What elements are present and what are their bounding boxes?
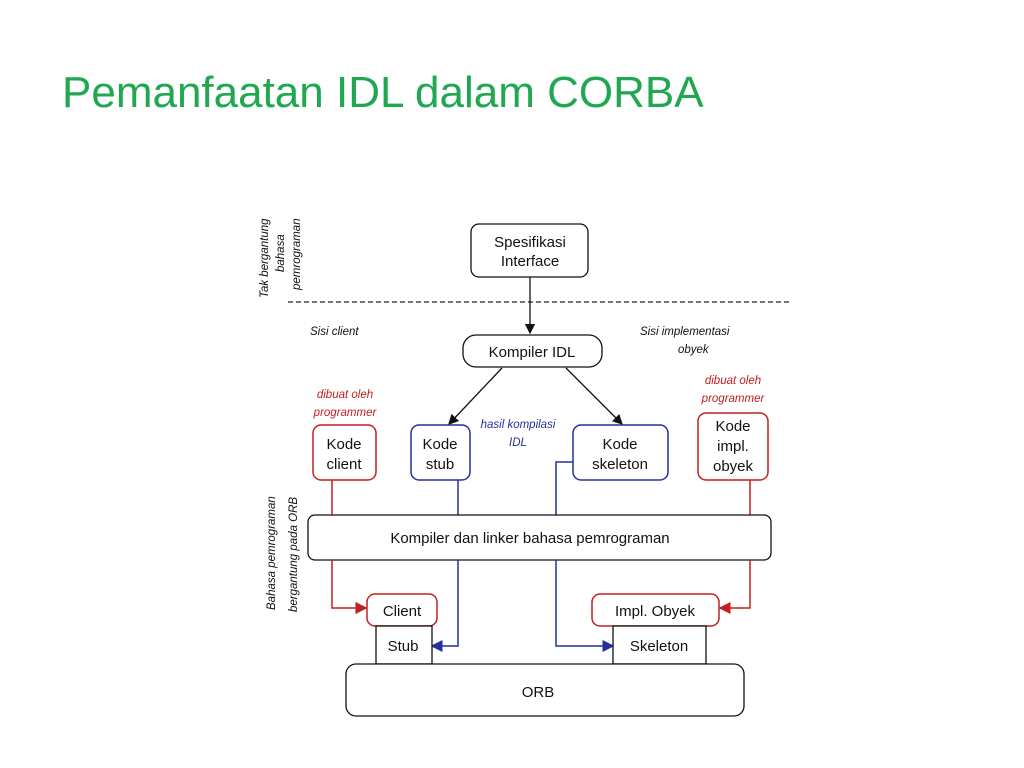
svg-text:impl.: impl. <box>717 438 749 455</box>
made-by-programmer-left: dibuat oleh programmer <box>313 389 378 419</box>
kode-impl-box: Kode impl. obyek <box>697 412 769 481</box>
arrow-to-client <box>331 560 368 614</box>
svg-text:Stub: Stub <box>388 638 419 655</box>
svg-text:bahasa: bahasa <box>275 234 287 272</box>
svg-text:programmer: programmer <box>313 407 378 419</box>
svg-text:pemrograman: pemrograman <box>291 218 303 291</box>
svg-text:ORB: ORB <box>522 684 555 701</box>
orb-bar: ORB <box>345 663 745 717</box>
svg-text:Client: Client <box>383 603 422 620</box>
svg-text:skeleton: skeleton <box>592 456 648 473</box>
svg-text:Kode: Kode <box>326 436 361 453</box>
svg-text:Tak bergantung: Tak bergantung <box>259 218 271 298</box>
kode-skeleton-box: Kode skeleton <box>572 424 669 481</box>
skeleton-box: Skeleton <box>612 625 707 665</box>
spec-interface-box: Spesifikasi Interface <box>470 223 589 278</box>
side-label-independent: Tak bergantung bahasa pemrograman <box>259 218 303 298</box>
svg-text:Bahasa pemrograman: Bahasa pemrograman <box>266 496 278 610</box>
svg-text:hasil kompilasi: hasil kompilasi <box>481 419 556 431</box>
impl-side-label-1: Sisi implementasi <box>640 326 730 338</box>
svg-text:dibuat oleh: dibuat oleh <box>705 375 761 387</box>
arrow-to-stub <box>430 560 459 652</box>
arrow-compiler-to-stub <box>448 367 503 425</box>
impl-side-label-2: obyek <box>678 344 710 356</box>
svg-text:Skeleton: Skeleton <box>630 638 688 655</box>
svg-text:client: client <box>326 456 362 473</box>
svg-text:Kompiler IDL: Kompiler IDL <box>489 344 576 361</box>
svg-text:obyek: obyek <box>713 458 754 475</box>
svg-text:Kompiler dan linker bahasa pem: Kompiler dan linker bahasa pemrograman <box>390 530 669 547</box>
kode-stub-box: Kode stub <box>410 424 471 481</box>
svg-text:IDL: IDL <box>509 437 527 449</box>
svg-text:Impl. Obyek: Impl. Obyek <box>615 603 696 620</box>
impl-obyek-box: Impl. Obyek <box>591 593 720 627</box>
svg-text:Kode: Kode <box>715 418 750 435</box>
svg-text:Kode: Kode <box>602 436 637 453</box>
kode-client-box: Kode client <box>312 424 377 481</box>
compiler-linker-bar: Kompiler dan linker bahasa pemrograman <box>307 514 772 561</box>
svg-text:stub: stub <box>426 456 454 473</box>
stub-box: Stub <box>375 625 433 665</box>
svg-text:dibuat oleh: dibuat oleh <box>317 389 373 401</box>
svg-text:bergantung pada ORB: bergantung pada ORB <box>288 497 300 612</box>
made-by-programmer-right: dibuat oleh programmer <box>701 375 766 405</box>
client-box: Client <box>366 593 438 627</box>
client-side-label: Sisi client <box>310 326 359 338</box>
svg-text:programmer: programmer <box>701 393 766 405</box>
svg-text:Spesifikasi: Spesifikasi <box>494 234 566 251</box>
arrow-to-impl <box>718 560 751 614</box>
arrow-compiler-to-skeleton <box>565 367 623 425</box>
line-kode-skeleton-down <box>555 461 573 515</box>
idl-result-label: hasil kompilasi IDL <box>481 419 556 449</box>
svg-text:Kode: Kode <box>422 436 457 453</box>
arrow-to-skeleton <box>555 560 615 652</box>
side-label-dependent: Bahasa pemrograman bergantung pada ORB <box>266 496 300 612</box>
svg-text:Interface: Interface <box>501 253 559 270</box>
slide-title: Pemanfaatan IDL dalam CORBA <box>62 68 704 117</box>
idl-compiler-box: Kompiler IDL <box>462 334 603 368</box>
